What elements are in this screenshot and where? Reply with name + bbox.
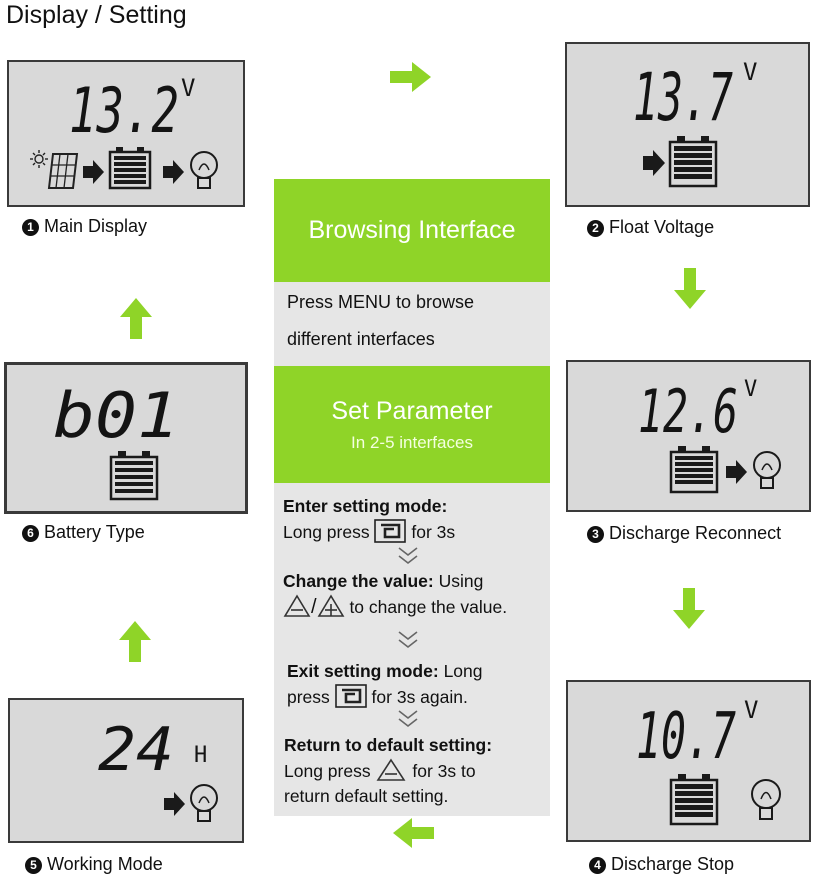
page-title: Display / Setting <box>6 1 187 29</box>
lamp-icon <box>190 784 218 822</box>
chevron-down-icon <box>398 547 418 565</box>
lamp-icon <box>190 151 218 189</box>
set-parameter-header: Set Parameter In 2-5 interfaces <box>274 366 550 483</box>
lcd-working-mode: 24 H <box>8 698 244 843</box>
set-parameter-subtitle: In 2-5 interfaces <box>351 433 473 452</box>
lcd-battery-type: b01 <box>4 362 248 514</box>
lcd-unit: V <box>181 74 195 102</box>
lcd-main-display: 13.2 V <box>7 60 245 207</box>
lcd-reading: 12.6 <box>638 377 738 447</box>
battery-icon <box>108 147 152 190</box>
menu-button-icon <box>374 519 407 543</box>
lcd-unit: H <box>194 743 207 768</box>
lamp-icon <box>753 451 781 489</box>
lcd-reading: 10.7 <box>636 700 736 774</box>
set-parameter-title: Set Parameter <box>331 397 493 425</box>
arrow-down-icon <box>673 588 705 629</box>
step-enter-title: Enter setting mode: <box>283 496 448 516</box>
arrow-icon <box>726 460 747 484</box>
arrow-right-icon <box>390 62 431 92</box>
lcd-unit: V <box>744 377 757 402</box>
lcd-unit: V <box>743 58 757 86</box>
battery-icon <box>109 451 159 501</box>
step-default-text: Long press for 3s to <box>284 758 546 784</box>
arrow-icon <box>83 160 104 184</box>
up-button-icon <box>283 594 311 617</box>
solar-panel-icon <box>47 153 79 189</box>
lcd-discharge-reconnect: 12.6 V <box>566 360 811 512</box>
arrow-icon <box>164 792 185 816</box>
step-default-title: Return to default setting: <box>284 735 493 755</box>
arrow-icon <box>643 150 665 176</box>
arrow-icon <box>163 160 184 184</box>
lcd-reading: b01 <box>53 379 179 452</box>
step-exit-title: Exit setting mode: Long <box>287 661 483 681</box>
lcd-reading: 24 <box>98 715 174 785</box>
lcd-unit: V <box>744 696 758 724</box>
arrow-left-icon <box>393 818 434 848</box>
browse-instruction-line2: different interfaces <box>287 329 435 349</box>
down-button-icon <box>317 594 344 617</box>
set-parameter-body: Enter setting mode: Long press for 3s Ch… <box>274 483 550 816</box>
lamp-icon <box>751 779 781 820</box>
lcd-reading: 13.7 <box>633 59 733 136</box>
browse-instruction-line1: Press MENU to browse <box>287 292 475 312</box>
browsing-interface-title: Browsing Interface <box>308 216 516 244</box>
battery-icon <box>669 446 719 494</box>
lcd-reading: 13.2 <box>69 74 179 147</box>
browsing-interface-header: Browsing Interface <box>274 179 550 282</box>
arrow-down-icon <box>674 268 706 309</box>
menu-button-icon <box>334 684 367 708</box>
arrow-up-icon <box>120 298 152 339</box>
sun-icon <box>30 150 48 168</box>
step-change-text: / to change the value. <box>283 594 545 620</box>
chevron-down-icon <box>398 710 418 728</box>
step-enter-text: Long press for 3s <box>283 519 545 545</box>
up-button-icon <box>376 758 406 781</box>
lcd-float-voltage: 13.7 V <box>565 42 810 207</box>
arrow-up-icon <box>119 621 151 662</box>
lcd-discharge-stop: 10.7 V <box>566 680 811 842</box>
step-change-title: Change the value: Using <box>283 571 484 591</box>
browsing-interface-body: Press MENU to browse different interface… <box>274 282 550 366</box>
step-default-text-2: return default setting. <box>284 786 449 806</box>
battery-icon <box>669 774 719 826</box>
battery-icon <box>668 136 718 188</box>
chevron-down-icon <box>398 631 418 649</box>
step-exit-text: press for 3s again. <box>287 684 545 710</box>
